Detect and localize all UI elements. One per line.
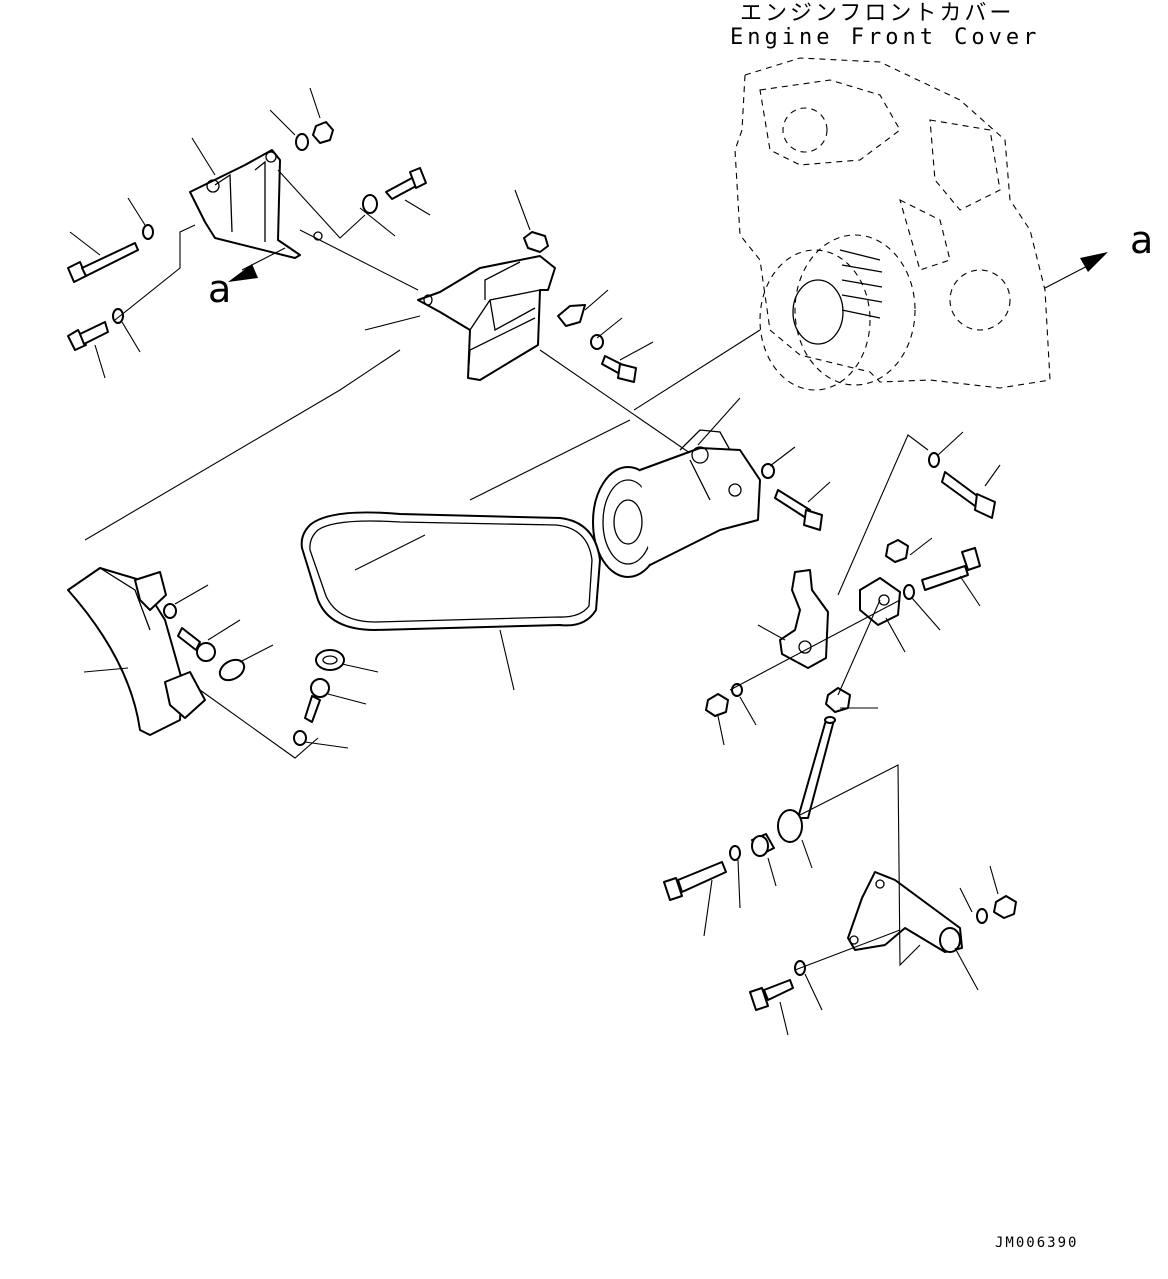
adjust-block (859, 577, 901, 626)
bolt-bracket (601, 355, 637, 383)
washer-rod (729, 845, 741, 861)
grommet-mid (315, 649, 345, 671)
air-conditioner-compressor (592, 429, 761, 578)
drawing-code: JM006390 (995, 1235, 1078, 1251)
bolt-comp-1 (774, 489, 823, 531)
bolt-upper-left-2 (67, 321, 109, 351)
washer-mid (293, 730, 307, 746)
title-japanese: エンジンフロントカバー (740, 1, 1014, 26)
washer-bracket (590, 334, 604, 350)
lower-bracket (847, 871, 963, 953)
washer-comp-1 (761, 463, 775, 479)
bolt-comp-2 (941, 471, 996, 519)
nut-bracket-top (523, 231, 549, 253)
washer-cover (163, 603, 177, 619)
view-mark-right: a (1130, 218, 1153, 262)
belt-cover (67, 567, 206, 736)
washer-comp-2 (928, 452, 940, 468)
washer-adjust (903, 584, 915, 600)
view-mark-left: a (208, 267, 231, 311)
upper-bracket (189, 149, 323, 259)
bolt-upper-left-1 (67, 242, 139, 283)
nut-adjust-1 (885, 539, 909, 563)
grommet-cover (218, 658, 246, 682)
bolt-adjust (921, 547, 981, 591)
bolt-lower (749, 979, 794, 1011)
washer-top-1 (295, 133, 309, 151)
engine-front-cover (734, 57, 1108, 391)
nut-top-1 (312, 121, 334, 144)
adjusting-rod (777, 716, 836, 843)
bolt-cover (177, 627, 216, 662)
bolt-top-right (385, 167, 427, 200)
bolt-mid (304, 678, 330, 723)
drive-belt (300, 511, 601, 631)
washer-top-2 (362, 194, 378, 214)
washer-upper-left-2 (112, 308, 124, 324)
nut-lower (993, 895, 1017, 919)
compressor-bracket (417, 255, 556, 381)
title-english: Engine Front Cover (730, 25, 1040, 50)
collar (751, 833, 775, 857)
idler-bracket (779, 569, 829, 669)
bolt-rod (663, 861, 727, 901)
washer-upper-left-1 (142, 224, 154, 240)
clip-bracket (557, 304, 586, 327)
washer-lower (976, 908, 988, 924)
nut-adjust-3 (705, 693, 729, 717)
